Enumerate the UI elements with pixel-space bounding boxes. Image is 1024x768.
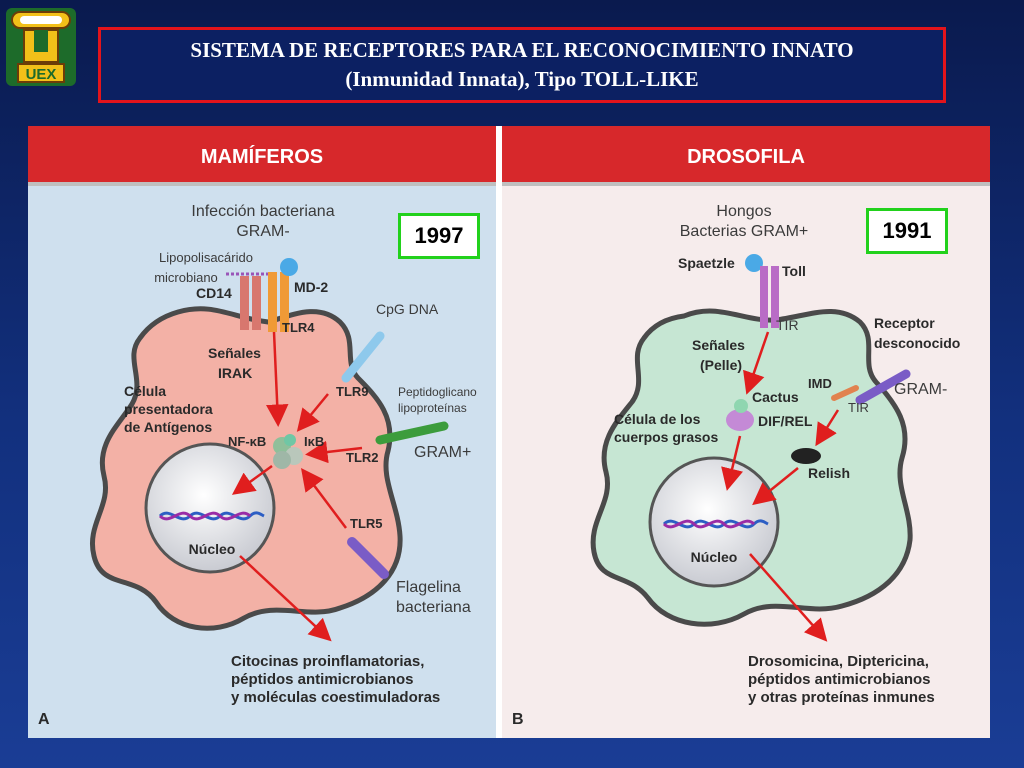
label-gram-plus: GRAM+: [414, 444, 471, 461]
label-cell-b-1: Célula de los: [614, 411, 701, 427]
tlr5-receptor: [347, 537, 389, 579]
label-tlr9: TLR9: [336, 384, 369, 399]
label-peptidoglycan-2: lipoproteínas: [398, 401, 467, 415]
label-receptor-1: Receptor: [874, 315, 935, 331]
label-tlr4: TLR4: [282, 320, 315, 335]
label-toll: Toll: [782, 263, 806, 279]
unknown-receptor: [855, 369, 911, 405]
label-tir-2: TIR: [848, 400, 869, 415]
label-md2: MD-2: [294, 279, 328, 295]
label-infection-2: GRAM-: [236, 223, 289, 240]
label-difrel: DIF/REL: [758, 413, 813, 429]
panel-b-header-bar: [502, 126, 990, 182]
label-flagellin-2: bacteriana: [396, 599, 471, 616]
output-b-3: y otras proteínas inmunes: [748, 689, 935, 706]
label-nucleus-b: Núcleo: [691, 549, 738, 565]
label-peptidoglycan-1: Peptidoglicano: [398, 385, 477, 399]
tlr9-receptor: [341, 331, 385, 383]
title-line-1: SISTEMA DE RECEPTORES PARA EL RECONOCIMI…: [190, 38, 854, 62]
label-bacteria: Bacterias GRAM+: [680, 223, 808, 240]
label-cell-2: presentadora: [124, 401, 213, 417]
relish-protein: [791, 448, 821, 464]
output-b-1: Drosomicina, Diptericina,: [748, 653, 929, 670]
fat-body-cell: [590, 308, 913, 627]
label-fungi: Hongos: [716, 203, 771, 220]
label-cactus: Cactus: [752, 389, 799, 405]
panel-a-header: MAMÍFEROS: [201, 145, 323, 168]
label-tir: TIR: [776, 317, 799, 333]
year-badge-a: 1997: [398, 213, 480, 259]
label-signals-1: Señales: [208, 345, 261, 361]
spaetzle-ligand: [745, 254, 763, 272]
tlr2-receptor: [375, 421, 449, 445]
output-a-2: péptidos antimicrobianos: [231, 671, 414, 688]
output-a-3: y moléculas coestimuladoras: [231, 689, 440, 706]
label-flagellin-1: Flagelina: [396, 579, 461, 596]
md2-protein: [280, 258, 298, 276]
panel-a-header-bar: [28, 126, 496, 182]
label-gram-minus: GRAM-: [894, 381, 947, 398]
label-nfkb: NF-κB: [228, 434, 266, 449]
imd-protein: [831, 385, 859, 401]
university-logo: UEX: [4, 6, 78, 88]
label-relish: Relish: [808, 465, 850, 481]
label-spaetzle: Spaetzle: [678, 255, 735, 271]
title-line-2: (Inmunidad Innata), Tipo TOLL-LIKE: [345, 67, 699, 91]
output-b-2: péptidos antimicrobianos: [748, 671, 931, 688]
label-lps-1: Lipopolisacárido: [159, 250, 253, 265]
panel-mamiferos: MAMÍFEROS Infección bacteriana GRAM- Li: [28, 126, 496, 738]
label-cell-b-2: cuerpos grasos: [614, 429, 718, 445]
slide-title: SISTEMA DE RECEPTORES PARA EL RECONOCIMI…: [98, 27, 946, 103]
year-badge-b: 1991: [866, 208, 948, 254]
label-signals-2: IRAK: [218, 365, 252, 381]
label-infection-1: Infección bacteriana: [191, 203, 334, 220]
logo-letters: UEX: [26, 66, 57, 83]
label-cell-1: Célula: [124, 383, 166, 399]
label-tlr2: TLR2: [346, 450, 379, 465]
label-signals-b-2: (Pelle): [700, 357, 742, 373]
year-a-text: 1997: [414, 223, 464, 248]
label-receptor-2: desconocido: [874, 335, 960, 351]
label-cell-3: de Antígenos: [124, 419, 212, 435]
toll-receptor: [760, 266, 768, 328]
panel-a-letter: A: [38, 711, 50, 728]
label-nucleus-a: Núcleo: [189, 541, 236, 557]
label-imd: IMD: [808, 376, 832, 391]
tlr4-receptor: [268, 272, 277, 332]
panel-b-header: DROSOFILA: [687, 146, 805, 168]
label-cpg: CpG DNA: [376, 301, 439, 317]
label-tlr5: TLR5: [350, 516, 383, 531]
label-ikb: IκB: [304, 434, 324, 449]
output-a-1: Citocinas proinflamatorias,: [231, 653, 424, 670]
toll-like-figure: MAMÍFEROS Infección bacteriana GRAM- Li: [28, 126, 990, 738]
label-signals-b-1: Señales: [692, 337, 745, 353]
panel-b-letter: B: [512, 711, 524, 728]
label-cd14: CD14: [196, 285, 232, 301]
year-b-text: 1991: [882, 218, 932, 243]
label-lps-2: microbiano: [154, 270, 218, 285]
cd14-receptor: [240, 276, 249, 330]
cactus-difrel-complex: [726, 409, 754, 431]
